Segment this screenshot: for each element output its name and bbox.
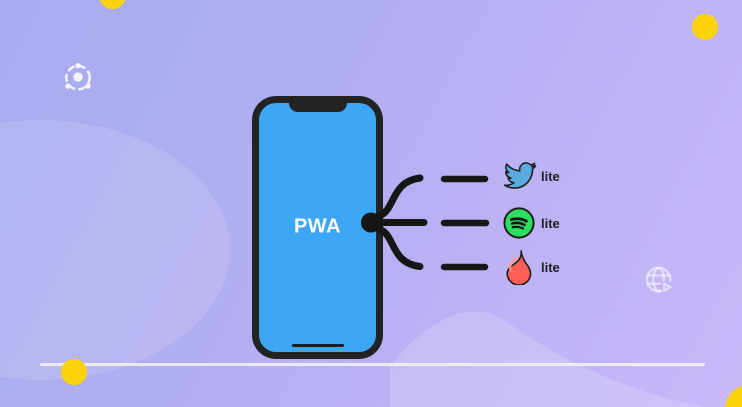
app-row-spotify-lite: lite: [499, 204, 560, 242]
pwa-label: PWA: [293, 215, 342, 238]
phone-notch: [288, 103, 347, 112]
lite-label: lite: [541, 259, 560, 275]
globe-icon: [645, 266, 673, 294]
app-row-tinder-lite: lite: [499, 248, 560, 286]
phone-screen: PWA: [259, 103, 376, 352]
lite-label: lite: [541, 168, 560, 184]
home-indicator: [291, 343, 344, 347]
tinder-flame-icon: [499, 249, 539, 285]
share-hub-icon: [65, 62, 91, 91]
twitter-bird-icon: [499, 159, 539, 193]
app-row-twitter-lite: lite: [499, 157, 560, 195]
yellow-dot-top-left: [99, 0, 126, 9]
spotify-icon: [499, 206, 539, 240]
yellow-dot-top-right: [692, 14, 718, 40]
phone-frame: PWA: [252, 96, 383, 359]
yellow-dot-bottom-left: [61, 359, 87, 385]
baseline-rule: [40, 363, 705, 366]
lite-label: lite: [541, 215, 560, 231]
